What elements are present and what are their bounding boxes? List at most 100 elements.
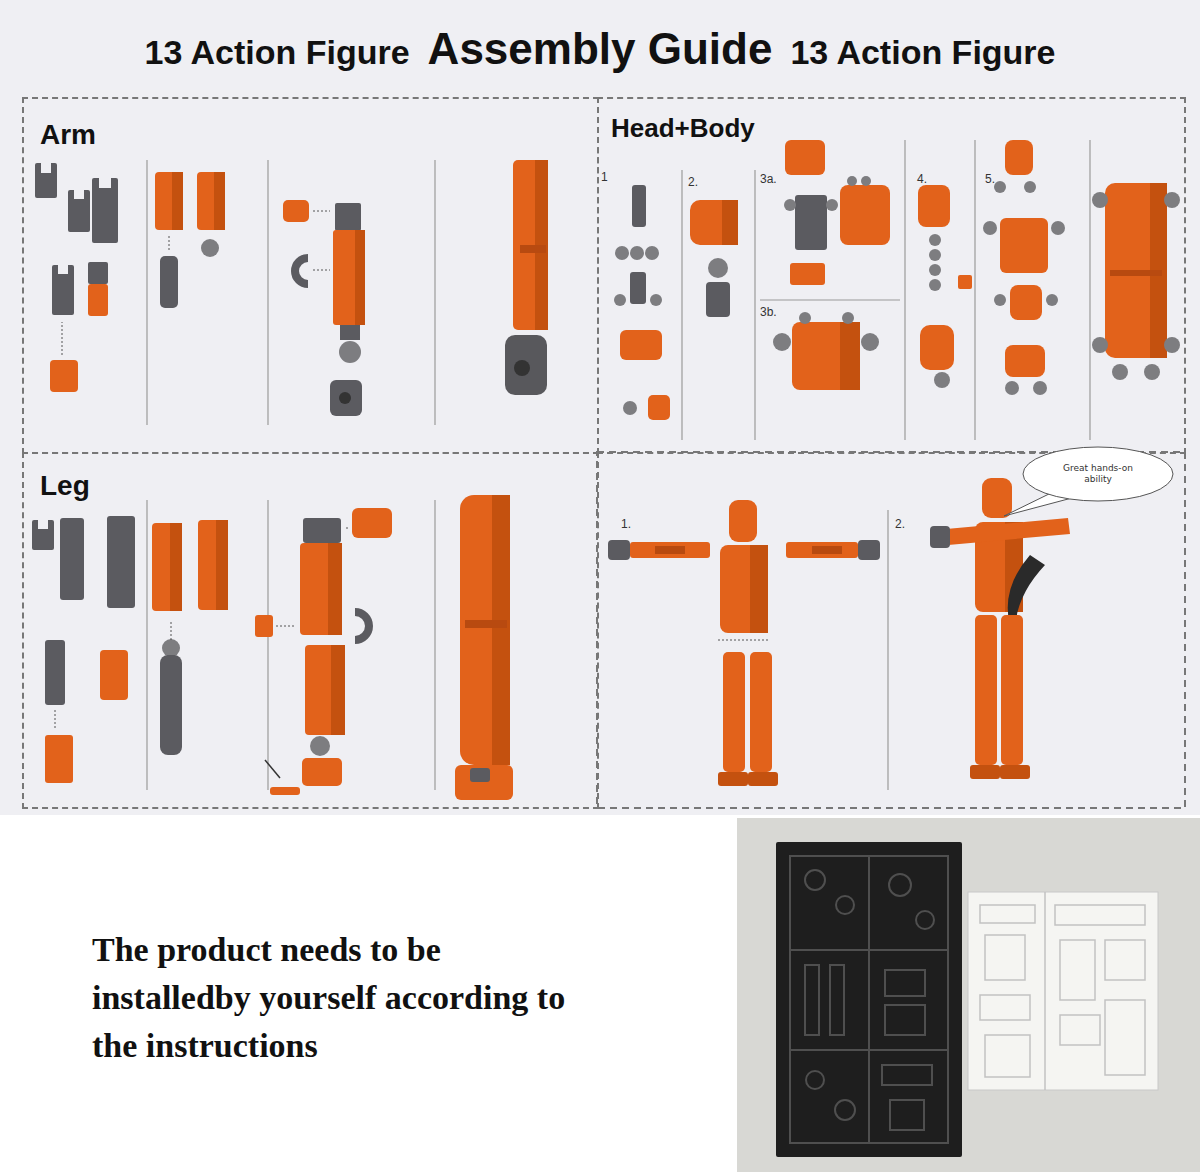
product-photo xyxy=(1105,940,1145,980)
step-divider xyxy=(760,299,900,300)
arm-parts xyxy=(58,265,68,274)
product-photo xyxy=(985,1035,1030,1077)
head-body-parts xyxy=(1005,140,1033,175)
assembled-figure xyxy=(655,546,685,554)
arm-parts xyxy=(339,392,351,404)
assembled-figure xyxy=(723,652,745,772)
head-body-parts xyxy=(826,199,838,211)
head-body-parts xyxy=(773,333,791,351)
arm-parts xyxy=(335,203,361,231)
arm-parts xyxy=(339,341,361,363)
head-body-parts xyxy=(1000,218,1048,273)
leg-parts xyxy=(300,543,342,635)
step-divider xyxy=(1089,140,1090,440)
panel-border xyxy=(597,452,1185,808)
header-label: 13 Action Figure xyxy=(144,33,409,72)
arm-parts xyxy=(99,178,111,188)
step-divider xyxy=(434,500,435,790)
product-photo xyxy=(790,856,948,1143)
arm-parts xyxy=(41,163,51,173)
product-photo xyxy=(805,965,819,1035)
leg-parts xyxy=(152,523,182,611)
bubble-text: Great hands-on ability xyxy=(1050,463,1146,485)
product-photo xyxy=(836,896,854,914)
leg-parts xyxy=(270,787,300,795)
arm-parts xyxy=(169,236,170,250)
product-photo xyxy=(1044,892,1046,1090)
leg-parts xyxy=(107,516,135,608)
head-body-parts xyxy=(1112,364,1128,380)
leg-parts xyxy=(302,758,342,786)
head-body-parts xyxy=(983,221,997,235)
head-body-parts xyxy=(620,330,662,360)
assembled-figure xyxy=(935,518,1070,546)
head-body-parts xyxy=(795,195,827,250)
arm-parts xyxy=(295,258,308,284)
leg-parts xyxy=(32,495,513,800)
leg-parts xyxy=(38,520,48,529)
product-photo xyxy=(737,818,1200,1172)
product-photo xyxy=(737,818,1200,1172)
step-divider xyxy=(146,160,147,425)
assembled-figure xyxy=(608,540,630,560)
head-body-parts xyxy=(1092,192,1108,208)
head-body-parts xyxy=(1164,337,1180,353)
head-body-parts xyxy=(918,185,950,227)
arm-parts xyxy=(155,172,183,230)
head-body-parts xyxy=(861,176,871,186)
leg-parts xyxy=(355,612,369,640)
step-number: 3b. xyxy=(760,305,777,319)
product-photo xyxy=(889,874,911,896)
product-photo xyxy=(885,970,925,996)
arm-parts xyxy=(92,178,118,243)
step-number: 1. xyxy=(621,517,631,531)
arm-parts xyxy=(505,335,547,395)
leg-parts xyxy=(170,523,182,611)
head-body-parts xyxy=(630,246,644,260)
arm-parts xyxy=(333,230,365,325)
head-body-parts xyxy=(1033,381,1047,395)
assembled-figure xyxy=(608,478,1070,786)
head-body-parts xyxy=(840,185,890,245)
head-body-parts xyxy=(722,200,738,245)
leg-parts xyxy=(331,645,345,735)
leg-parts xyxy=(171,622,172,640)
head-body-parts xyxy=(929,234,941,246)
arm-parts xyxy=(214,172,225,230)
assembled-figure xyxy=(970,765,1000,779)
step-divider xyxy=(434,160,435,425)
arm-parts xyxy=(283,200,309,222)
arm-parts xyxy=(197,172,225,230)
step-divider xyxy=(754,170,755,440)
caption: The product needs to be installedby your… xyxy=(92,926,597,1070)
product-photo xyxy=(1105,1000,1145,1075)
head-body-parts xyxy=(840,322,860,390)
arm-parts xyxy=(35,163,57,198)
leg-parts xyxy=(45,640,65,705)
product-photo xyxy=(830,965,844,1035)
step-number: 4. xyxy=(917,172,927,186)
arm-parts xyxy=(340,325,360,340)
assembled-figure xyxy=(718,772,748,786)
head-body-parts xyxy=(929,264,941,276)
head-body-parts xyxy=(1005,345,1045,377)
arm-parts xyxy=(35,160,548,416)
step-divider xyxy=(147,140,1090,790)
head-body-parts xyxy=(847,176,857,186)
leg-panel: Leg xyxy=(22,452,599,809)
step-divider xyxy=(904,140,905,440)
leg-parts xyxy=(310,736,330,756)
product-photo xyxy=(790,949,948,951)
arm-parts xyxy=(313,211,330,212)
product-photo xyxy=(885,1005,925,1035)
product-photo xyxy=(985,935,1025,980)
header-label: 13 Action Figure xyxy=(790,33,1055,72)
arm-parts xyxy=(52,265,74,315)
arm-parts xyxy=(68,190,90,232)
arm-parts xyxy=(172,172,183,230)
product-photo xyxy=(868,856,870,1143)
head-body-parts xyxy=(1024,181,1036,193)
step-number: 2. xyxy=(895,517,905,531)
step-divider xyxy=(267,160,268,425)
